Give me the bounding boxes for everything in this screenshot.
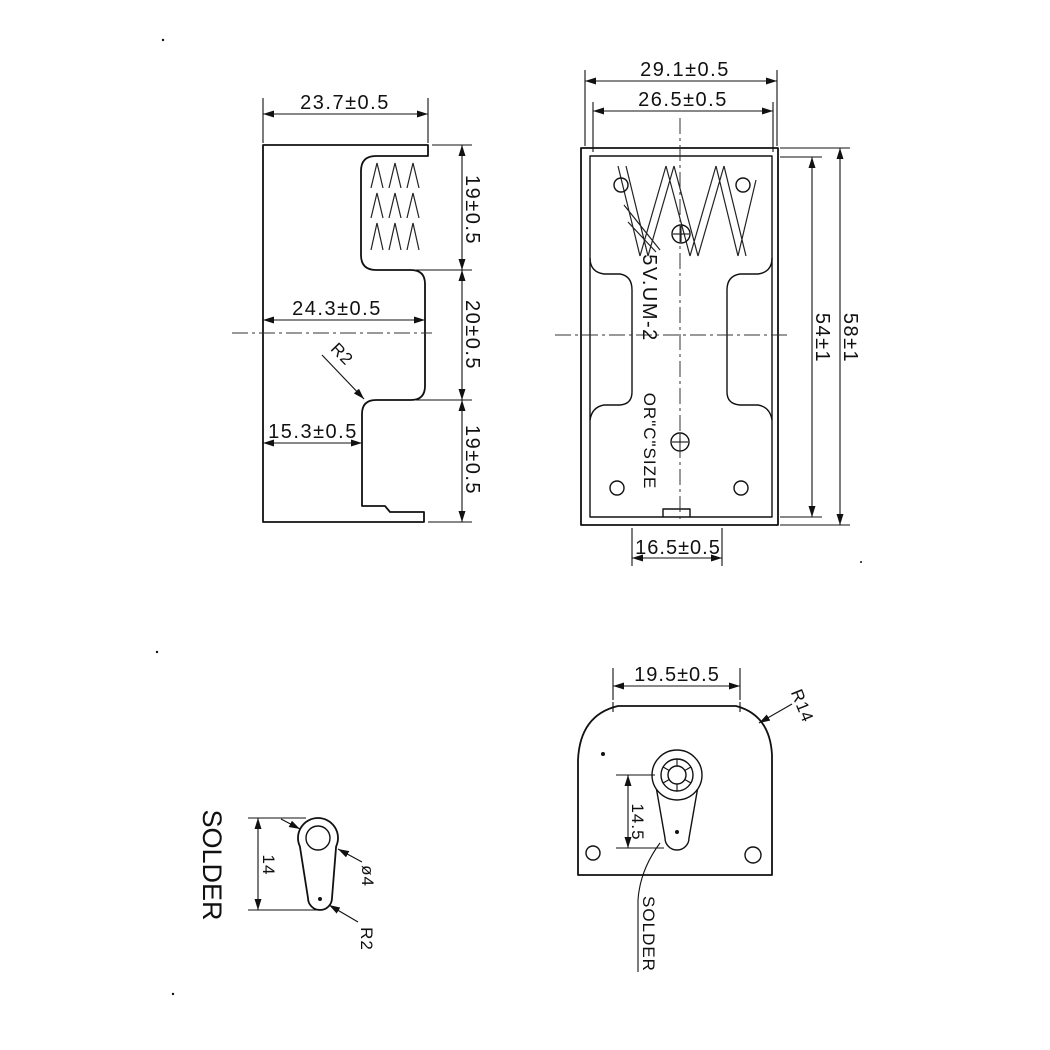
dimension-corner-radius: R14 [787,687,817,726]
mounting-hole [609,480,625,496]
top-view-inner-frame [589,155,773,518]
scan-speck [860,561,862,563]
left-rail [589,257,633,421]
leader-hole-diameter [337,848,363,863]
dimension-length: 14 [259,855,278,876]
leader-hole-diameter [280,818,301,830]
dimension-end-radius: R2 [357,927,376,951]
scan-speck [161,38,165,42]
mounting-hole [744,846,762,864]
solder-tab-detail: SOLDER 14 ø4 R2 [197,809,377,950]
leader-solder [637,842,661,972]
dimension-terminal-height: 14.5 [628,803,647,840]
mounting-hole [733,480,749,496]
solder-tab [655,789,699,851]
scan-speck [171,992,175,996]
dimension-middle-width: 24.3±0.5 [292,298,382,320]
negative-terminal-icon [671,224,691,244]
label-solder: SOLDER [639,896,658,972]
reference-dot [601,752,605,756]
mounting-hole [735,177,751,193]
end-view-outline [577,705,773,876]
top-view-spring [617,165,757,257]
dimension-bottom-width: 15.3±0.5 [268,421,358,443]
label-solder-large: SOLDER [197,809,227,920]
leader-end-radius [328,904,359,923]
dimension-bottom-height: 19±0.5 [461,425,483,495]
dimension-inner-width: 26.5±0.5 [638,89,728,111]
bottom-contact-tab [662,508,691,517]
tab-outline [297,817,339,911]
mounting-hole [613,177,629,193]
side-view: 23.7±0.5 19±0.5 20±0.5 19±0.5 24.3±0.5 R… [232,92,483,523]
dimension-middle-height: 20±0.5 [461,300,483,370]
side-view-spring [370,162,420,251]
dimension-width: 19.5±0.5 [634,664,720,686]
dimension-slot-width: 16.5±0.5 [635,537,721,559]
tab-center-dot [318,897,322,901]
dimension-inner-length: 54±1 [811,313,833,363]
terminal-contact [651,749,703,851]
dimension-overall-length: 58±1 [839,313,861,363]
tab-hole [305,825,331,851]
marking-model: 5V.UM-2 [638,254,660,342]
mounting-hole [585,845,601,861]
dimension-top-height: 19±0.5 [461,175,483,245]
marking-size: OR"C"SIZE [640,393,659,490]
leader-bend-radius [321,354,365,400]
top-view: 5V.UM-2 OR"C"SIZE 29.1±0.5 26.5±0.5 54±1… [555,59,861,566]
dimension-overall-width: 29.1±0.5 [640,59,730,81]
scan-speck [155,650,159,654]
end-view: 19.5±0.5 R14 14.5 SOLDER [577,664,817,972]
dimension-overall-width: 23.7±0.5 [300,92,390,114]
side-view-profile [262,144,429,523]
leader-corner-radius [758,703,793,724]
dimension-hole-diameter: ø4 [358,865,377,887]
right-rail [726,257,773,421]
